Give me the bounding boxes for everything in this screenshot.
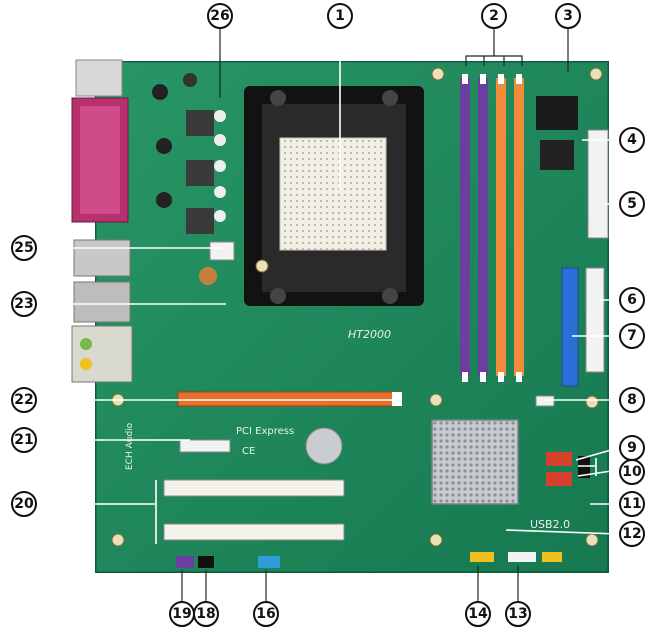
pcie-x1-slot xyxy=(179,439,231,453)
callout-2: 2 xyxy=(481,3,507,29)
dimm-slot-3 xyxy=(496,78,506,376)
svg-text:8: 8 xyxy=(627,392,637,408)
svg-text:11: 11 xyxy=(622,496,641,512)
usb-silk-label: USB2.0 xyxy=(530,518,570,531)
callout-3: 3 xyxy=(555,3,581,29)
callout-1: 1 xyxy=(327,3,353,29)
svg-text:9: 9 xyxy=(627,440,637,456)
svg-text:25: 25 xyxy=(14,240,33,256)
chipset-heatsink xyxy=(431,419,519,505)
callout-19: 19 xyxy=(169,601,195,627)
lan-port xyxy=(73,281,131,323)
atx-power-connector xyxy=(587,129,609,239)
svg-text:20: 20 xyxy=(14,496,34,512)
callout-11: 11 xyxy=(619,491,645,517)
svg-text:4: 4 xyxy=(627,132,637,148)
spdif-header xyxy=(198,556,214,568)
front-audio-header xyxy=(176,556,194,568)
callout-5: 5 xyxy=(619,191,645,217)
callout-10: 10 xyxy=(619,459,645,485)
dimm-slots xyxy=(460,74,524,382)
callout-12: 12 xyxy=(619,521,645,547)
callout-23: 23 xyxy=(11,291,37,317)
pcie-x16-slot xyxy=(177,391,399,407)
atx12v-connector xyxy=(209,241,235,261)
svg-text:16: 16 xyxy=(256,606,275,622)
callout-20: 20 xyxy=(11,491,37,517)
callout-6: 6 xyxy=(619,287,645,313)
callout-18: 18 xyxy=(193,601,219,627)
svg-text:2: 2 xyxy=(489,8,499,24)
com-header xyxy=(258,556,280,568)
usb-header-2 xyxy=(542,552,562,562)
svg-text:14: 14 xyxy=(468,606,488,622)
callout-13: 13 xyxy=(505,601,531,627)
usb-stack xyxy=(73,239,131,277)
callout-14: 14 xyxy=(465,601,491,627)
svg-text:5: 5 xyxy=(627,196,637,212)
leader-lines xyxy=(36,28,619,604)
svg-text:19: 19 xyxy=(172,606,191,622)
sata-port-1 xyxy=(546,452,572,466)
cmos-battery xyxy=(305,427,343,465)
chipset-silk-label: HT2000 xyxy=(348,328,391,341)
svg-text:6: 6 xyxy=(627,292,637,308)
callout-4: 4 xyxy=(619,127,645,153)
vrm-area xyxy=(152,73,235,285)
svg-text:26: 26 xyxy=(210,8,229,24)
sata-port-2 xyxy=(546,472,572,486)
cpu-socket xyxy=(244,86,424,306)
ide-connector-white xyxy=(585,267,605,373)
callout-16: 16 xyxy=(253,601,279,627)
bios-chip xyxy=(540,140,574,170)
callout-25: 25 xyxy=(11,235,37,261)
svg-text:10: 10 xyxy=(622,464,642,480)
svg-text:22: 22 xyxy=(14,392,33,408)
ide-connector-blue xyxy=(561,267,579,387)
callout-8: 8 xyxy=(619,387,645,413)
callout-26: 26 xyxy=(207,3,233,29)
svg-text:13: 13 xyxy=(508,606,527,622)
dimm-slot-1 xyxy=(460,78,470,376)
rear-io-panel xyxy=(71,59,133,383)
callout-7: 7 xyxy=(619,323,645,349)
ce-silk-label: CE xyxy=(242,446,255,457)
svg-text:12: 12 xyxy=(622,526,641,542)
svg-text:23: 23 xyxy=(14,296,33,312)
svg-text:3: 3 xyxy=(563,8,573,24)
front-panel-header xyxy=(508,552,536,562)
mounting-holes xyxy=(111,67,603,547)
callout-22: 22 xyxy=(11,387,37,413)
sata-side-header xyxy=(578,456,590,478)
svg-text:1: 1 xyxy=(335,8,345,24)
callout-21: 21 xyxy=(11,427,37,453)
callout-9: 9 xyxy=(619,435,645,461)
dimm-slot-2 xyxy=(478,78,488,376)
svg-text:7: 7 xyxy=(627,328,637,344)
pci-slot-2 xyxy=(163,523,345,541)
pci-slot-1 xyxy=(163,479,345,497)
svg-text:18: 18 xyxy=(196,606,215,622)
audio-jacks xyxy=(71,325,133,383)
usb-header-1 xyxy=(470,552,494,562)
dimm-slot-4 xyxy=(514,78,524,376)
fan-header xyxy=(535,395,555,407)
audio-silk-label: ECH Audio xyxy=(125,422,135,470)
pcie-silk-label: PCI Express xyxy=(236,426,294,437)
svg-text:21: 21 xyxy=(14,432,33,448)
io-chip xyxy=(536,96,578,130)
